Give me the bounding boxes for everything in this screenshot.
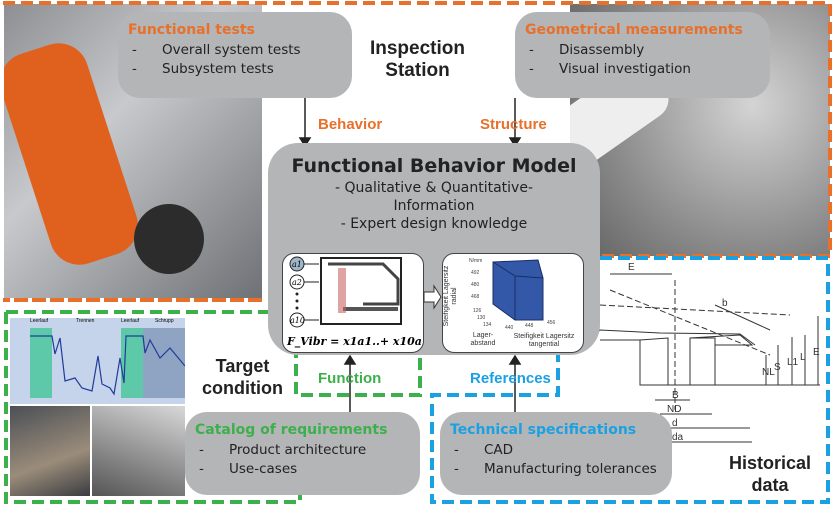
dim-label: B xyxy=(672,390,679,401)
phase-label: Leerlauf xyxy=(121,318,140,324)
functional-tests-title: Functional tests xyxy=(128,22,255,38)
plot-y-axis-label: Steifigkeit Lagersitz tangential xyxy=(513,333,575,348)
phase-label: Schrupp xyxy=(155,318,174,324)
input-a1: a1 xyxy=(292,260,302,269)
formula: F_Vibr = x1a1..+ x10a10 xyxy=(286,335,423,349)
technical-specs-title: Technical specifications xyxy=(450,422,637,438)
model-schematic: a1 a2 a10 F_Vibr = x1a1..+ x10a10 xyxy=(282,253,438,353)
catalog-title: Catalog of requirements xyxy=(195,422,388,438)
list-item: Information xyxy=(393,198,475,214)
plot-unit: N/mm xyxy=(469,258,482,264)
tick-label: 480 xyxy=(471,282,480,288)
list-item: -Disassembly xyxy=(529,42,645,58)
list-item: -CAD xyxy=(454,442,514,458)
dim-label: L xyxy=(800,352,806,363)
plot-z-axis-label: Steifigkeit Lagersitz radial xyxy=(443,265,458,327)
fbm-title: Functional Behavior Model xyxy=(291,155,577,177)
list-item: -Overall system tests xyxy=(132,42,301,58)
stiffness-volume xyxy=(492,259,544,321)
dim-label: NL xyxy=(762,367,775,378)
tick-label: 134 xyxy=(483,322,492,328)
input-a10: a10 xyxy=(290,316,305,325)
tick-label: 126 xyxy=(473,308,482,314)
functional-tests-box: Functional tests -Overall system tests -… xyxy=(118,12,352,98)
dim-label: d xyxy=(672,418,678,429)
function-label: Function xyxy=(318,370,382,387)
list-item: - Qualitative & Quantitative- xyxy=(334,180,534,196)
tick-label: 468 xyxy=(471,294,480,300)
tick-label: 130 xyxy=(477,315,486,321)
stiffness-plot: N/mm 492 480 468 126 130 134 440 448 456… xyxy=(442,253,584,353)
dim-label: L1 xyxy=(787,357,799,368)
dim-label: E xyxy=(628,262,635,273)
technical-specifications-box: Technical specifications -CAD -Manufactu… xyxy=(440,412,672,495)
tick-label: 456 xyxy=(547,320,556,326)
behavior-label: Behavior xyxy=(318,116,383,133)
dim-label: E xyxy=(813,347,820,358)
list-item: -Use-cases xyxy=(199,461,298,477)
tick-label: 440 xyxy=(505,325,514,331)
catalog-of-requirements-box: Catalog of requirements -Product archite… xyxy=(185,412,420,495)
list-item: -Product architecture xyxy=(199,442,367,458)
input-a2: a2 xyxy=(292,278,302,287)
phase-label: Leerlauf xyxy=(30,318,49,324)
dim-label: S xyxy=(774,362,781,373)
list-item: -Visual investigation xyxy=(529,61,691,77)
historical-data-frame xyxy=(430,256,830,504)
list-item: -Manufacturing tolerances xyxy=(454,461,657,477)
structure-label: Structure xyxy=(480,116,547,133)
dim-label: b xyxy=(722,298,728,309)
references-label: References xyxy=(470,370,551,387)
workshop-photo-2 xyxy=(92,406,185,496)
speed-chart-photo: Leerlauf Trennen Leerlauf Schrupp xyxy=(10,318,185,404)
workshop-photo-1 xyxy=(10,406,90,496)
phase-label: Trennen xyxy=(76,318,95,324)
list-item: - Expert design knowledge xyxy=(340,216,528,232)
plot-x-axis-label: Lager-abstand xyxy=(470,332,496,347)
tick-label: 448 xyxy=(525,323,534,329)
list-item: -Subsystem tests xyxy=(132,61,274,77)
dim-label: ND xyxy=(667,404,681,415)
geometrical-measurements-box: Geometrical measurements -Disassembly -V… xyxy=(515,12,770,98)
dim-label: da xyxy=(672,432,684,443)
tick-label: 492 xyxy=(471,270,480,276)
geometrical-measurements-title: Geometrical measurements xyxy=(525,22,743,38)
